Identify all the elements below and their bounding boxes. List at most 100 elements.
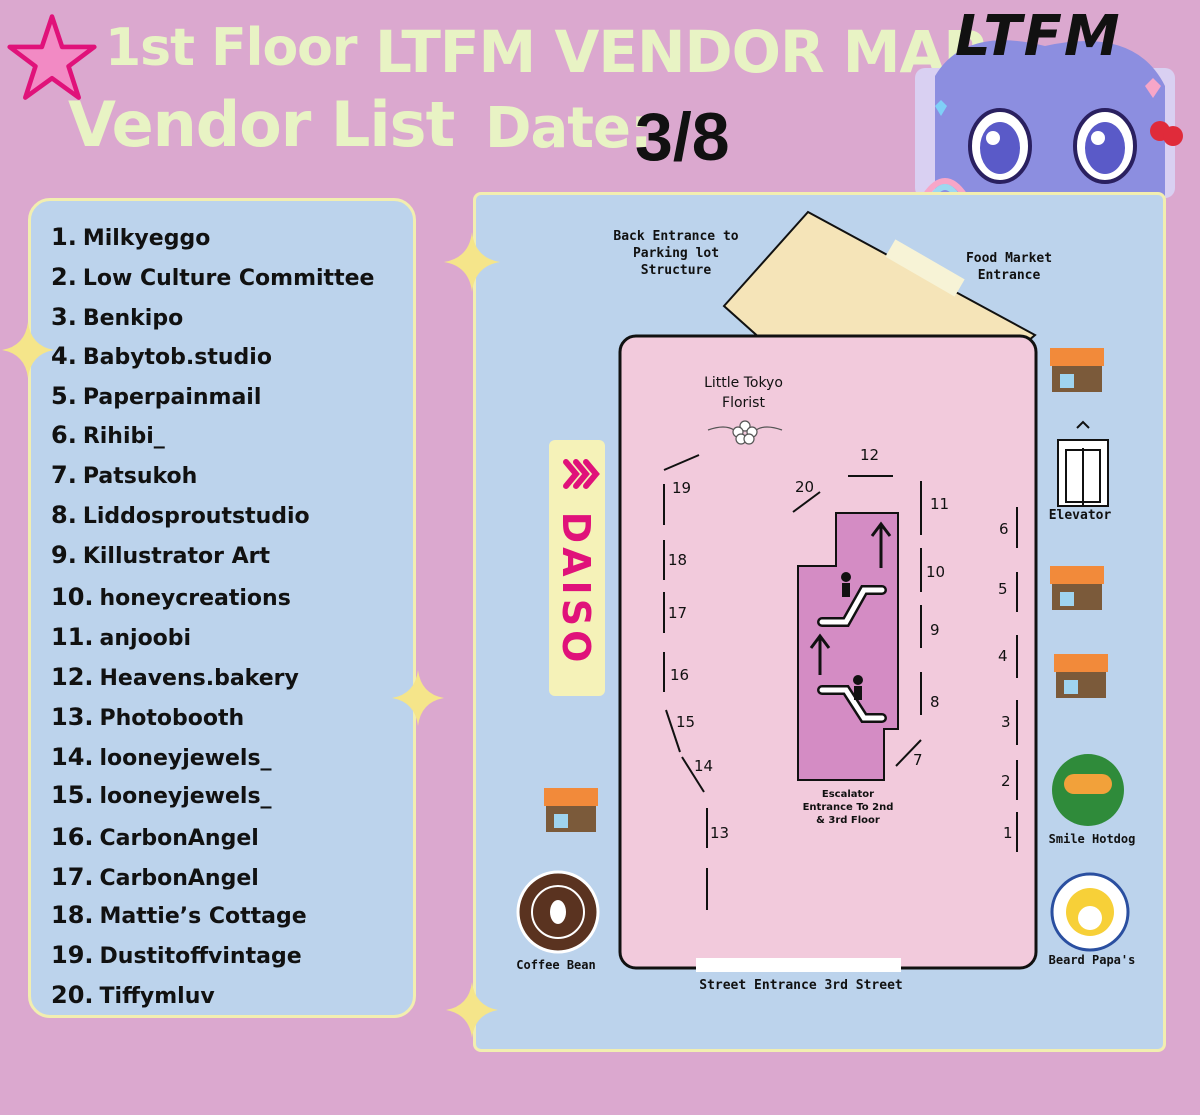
- vendor-number: 7.: [51, 461, 77, 489]
- vendor-number: 2.: [51, 263, 77, 291]
- vendor-list-item: 16.CarbonAngel: [51, 823, 259, 851]
- vendor-name: Killustrator Art: [82, 544, 270, 569]
- booth-number: 3: [1001, 713, 1011, 731]
- vendor-name: Heavens.bakery: [99, 666, 299, 691]
- vendor-list-item: 11.anjoobi: [51, 623, 191, 651]
- beard-papa-label: Beard Papa's: [1048, 953, 1136, 967]
- florist-label: Little Tokyo Florist: [704, 375, 783, 411]
- vendor-name: anjoobi: [99, 626, 192, 651]
- vendor-list-title: Vendor List: [68, 88, 455, 161]
- vendor-number: 14.: [51, 743, 94, 771]
- vendor-number: 20.: [51, 981, 94, 1009]
- vendor-number: 1.: [51, 223, 77, 251]
- shop-icon: [1050, 348, 1104, 392]
- vendor-number: 3.: [51, 303, 77, 331]
- vendor-name: Patsukoh: [82, 464, 198, 489]
- booth-number: 15: [676, 713, 696, 731]
- booth-number: 18: [668, 551, 688, 569]
- ltfm-logo-icon: [915, 40, 1183, 198]
- vendor-number: 8.: [51, 501, 77, 529]
- smile-hotdog-label: Smile Hotdog: [1048, 832, 1136, 846]
- booth-number: 12: [860, 446, 880, 464]
- date-value: 3/8: [635, 99, 730, 175]
- vendor-list-item: 4.Babytob.studio: [51, 342, 272, 370]
- vendor-list-item: 6.Rihibi_: [51, 421, 165, 449]
- street-entrance-label: Street Entrance 3rd Street: [699, 978, 903, 993]
- booth-number: 6: [999, 520, 1009, 538]
- vendor-number: 5.: [51, 382, 77, 410]
- booth-number: 7: [913, 751, 923, 769]
- date-label: Date:: [485, 96, 652, 161]
- vendor-name: Babytob.studio: [82, 345, 272, 370]
- vendor-list-item: 14.looneyjewels_: [51, 743, 272, 771]
- back-entrance-label: Back Entrance to Parking lot Structure: [613, 229, 739, 278]
- coffee-bean-icon: [516, 870, 600, 954]
- vendor-list-item: 2.Low Culture Committee: [51, 263, 374, 291]
- vendor-name: Photobooth: [99, 706, 245, 731]
- booth-number: 14: [694, 757, 714, 775]
- vendor-name: CarbonAngel: [99, 866, 259, 891]
- vendor-list-item: 20.Tiffymluv: [51, 981, 215, 1009]
- vendor-name: Benkipo: [82, 306, 184, 331]
- beard-papa-icon: [1050, 872, 1130, 952]
- vendor-number: 18.: [51, 901, 94, 929]
- vendor-name: looneyjewels_: [99, 784, 272, 809]
- vendor-name: Milkyeggo: [82, 226, 211, 251]
- smile-hotdog-icon: [1052, 754, 1124, 826]
- vendor-number: 10.: [51, 583, 94, 611]
- vendor-list-item: 7.Patsukoh: [51, 461, 197, 489]
- vendor-number: 9.: [51, 541, 77, 569]
- booth-number: 2: [1001, 772, 1011, 790]
- vendor-name: Liddosproutstudio: [82, 504, 310, 529]
- vendor-name: CarbonAngel: [99, 826, 259, 851]
- booth-number: 11: [930, 495, 950, 513]
- vendor-list-item: 8.Liddosproutstudio: [51, 501, 310, 529]
- vendor-number: 11.: [51, 623, 94, 651]
- vendor-list-item: 18.Mattie’s Cottage: [51, 901, 307, 929]
- booth-number: 20: [795, 478, 815, 496]
- vendor-list-item: 13.Photobooth: [51, 703, 244, 731]
- vendor-name: Low Culture Committee: [82, 266, 375, 291]
- booth-number: 17: [668, 604, 688, 622]
- shop-icon: [544, 788, 598, 832]
- vendor-list-item: 3.Benkipo: [51, 303, 183, 331]
- vendor-list-item: 12.Heavens.bakery: [51, 663, 299, 691]
- food-market-label: Food Market Entrance: [965, 251, 1053, 283]
- vendor-list-item: 19.Dustitoffvintage: [51, 941, 302, 969]
- shop-icon: [1054, 654, 1108, 698]
- vendor-number: 6.: [51, 421, 77, 449]
- floor-title: 1st Floor: [105, 18, 358, 78]
- vendor-number: 15.: [51, 781, 94, 809]
- vendor-name: Rihibi_: [82, 424, 165, 449]
- vendor-name: Dustitoffvintage: [99, 944, 302, 969]
- vendor-list-item: 15.looneyjewels_: [51, 781, 272, 809]
- shop-icon: [1050, 566, 1104, 610]
- vendor-number: 16.: [51, 823, 94, 851]
- vendor-list-item: 1.Milkyeggo: [51, 223, 210, 251]
- vendor-number: 19.: [51, 941, 94, 969]
- booth-number: 9: [930, 621, 940, 639]
- coffee-bean-label: Coffee Bean: [516, 958, 596, 972]
- daiso-label: DAISO: [554, 511, 598, 667]
- vendor-list-item: 5.Paperpainmail: [51, 382, 261, 410]
- vendor-name: looneyjewels_: [99, 746, 272, 771]
- vendor-list-item: 17.CarbonAngel: [51, 863, 259, 891]
- vendor-name: Tiffymluv: [99, 984, 215, 1009]
- booth-number: 13: [710, 824, 730, 842]
- vendor-name: Paperpainmail: [82, 385, 262, 410]
- booth-number: 1: [1003, 824, 1013, 842]
- booth-number: 5: [998, 580, 1008, 598]
- vendor-list-item: 9.Killustrator Art: [51, 541, 270, 569]
- map-title: LTFM VENDOR MAP: [375, 18, 986, 86]
- vendor-number: 12.: [51, 663, 94, 691]
- booth-number: 19: [672, 479, 692, 497]
- booth-number: 10: [926, 563, 946, 581]
- vendor-number: 17.: [51, 863, 94, 891]
- star-icon: [7, 14, 97, 100]
- vendor-name: Mattie’s Cottage: [99, 904, 307, 929]
- logo-text: LTFM: [955, 4, 1122, 69]
- booth-number: 8: [930, 693, 940, 711]
- booth-number: 16: [670, 666, 690, 684]
